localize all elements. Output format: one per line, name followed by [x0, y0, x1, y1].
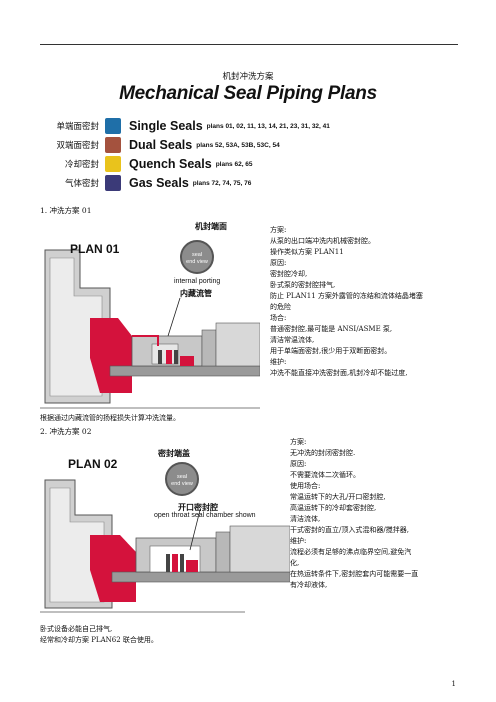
plan-label: PLAN 01 [70, 242, 120, 256]
badge-text: seal [176, 474, 188, 480]
text-line: 场合: [270, 314, 287, 322]
page-title-en: Mechanical Seal Piping Plans [119, 83, 377, 104]
caption-line: 卧式设备必能自己排气, [40, 625, 113, 633]
text-line: 冲洗不能直接冲洗密封面,机封冷却不能过度, [270, 369, 408, 377]
legend-label-cn: 冷却密封 [64, 160, 99, 170]
page-number: 1 [451, 680, 456, 688]
text-line: 从泵的出口端冲洗内机械密封腔。 [270, 237, 375, 245]
legend-swatch [105, 175, 121, 191]
legend-label-en: Single Seals [129, 119, 203, 133]
text-line: 用于单端面密封,很少用于双断面密封。 [270, 347, 392, 355]
text-line: 维护: [270, 358, 287, 366]
legend-row-gas: 气体密封 Gas Seals plans 72, 74, 75, 76 [36, 174, 251, 192]
legend-plans: plans 62, 65 [215, 160, 253, 168]
plan02-diagram: PLAN 02 密封端盖 seal end view 开口密封腔 open th… [40, 440, 291, 620]
legend-swatch [105, 137, 121, 153]
internal-porting-label-cn: 内藏流管 [180, 288, 212, 298]
plan01-diagram: PLAN 01 机封端面 seal end view internal port… [40, 218, 261, 412]
pump-section-illustration [40, 479, 291, 613]
text-line: 常温运转下的大孔/开口密封腔, [290, 493, 386, 501]
legend-row-quench: 冷却密封 Quench Seals plans 62, 65 [36, 155, 253, 173]
text-line: 卧式泵的密封腔排气, [270, 281, 336, 289]
caption-line: 经常和冷却方案 PLAN62 联合使用。 [40, 636, 158, 644]
text-line: 无冲洗的封闭密封腔. [290, 449, 356, 457]
text-line: 维护: [290, 537, 307, 545]
text-line: 在热运转条件下,密封腔套内可能需要一直 [290, 570, 419, 578]
page-title-cn: 机封冲洗方案 [222, 72, 274, 82]
text-line: 普通密封腔,最可能是 ANSI/ASME 泵, [270, 325, 393, 333]
legend-swatch [105, 156, 121, 172]
legend-row-dual: 双端面密封 Dual Seals plans 52, 53A, 53B, 53C… [36, 136, 280, 154]
plan01-caption: 根据通过内藏流管的扬程损失计算冲洗流量。 [40, 414, 180, 422]
legend-label-en: Dual Seals [129, 138, 193, 152]
badge-text: seal [191, 252, 203, 258]
legend-swatch [105, 118, 121, 134]
plan01-description: 方案: 从泵的出口端冲洗内机械密封腔。 操作类似方案 PLAN11 原因: 密封… [270, 225, 423, 379]
text-line: 高温运转下的冷却套密封腔, [290, 504, 377, 512]
legend-label-en: Gas Seals [129, 176, 189, 190]
legend-label-en: Quench Seals [129, 157, 212, 171]
open-chamber-label-cn: 开口密封腔 [178, 502, 218, 512]
text-line: 有冷却液体, [290, 581, 328, 589]
text-line: 操作类似方案 PLAN11 [270, 248, 344, 256]
text-line: 化, [290, 559, 300, 567]
plan02-caption: 卧式设备必能自己排气, 经常和冷却方案 PLAN62 联合使用。 [40, 624, 158, 646]
internal-porting-label-en: internal porting [174, 278, 221, 285]
section-heading: 2. 冲洗方案 02 [40, 427, 92, 436]
legend-label-cn: 双端面密封 [56, 141, 99, 151]
legend-plans: plans 52, 53A, 53B, 53C, 54 [196, 141, 280, 149]
legend-plans: plans 72, 74, 75, 76 [192, 179, 252, 187]
text-line: 方案: [270, 226, 287, 234]
text-line: 的危险 [270, 303, 291, 311]
section-heading: 1. 冲洗方案 01 [40, 206, 92, 215]
text-line: 防止 PLAN11 方案外露管的冻结和流体结晶堵塞 [270, 292, 423, 300]
plan02-description: 方案: 无冲洗的封闭密封腔. 原因: 不需要流体二次循环。 使用场合: 常温运转… [290, 437, 418, 591]
seal-gland-label: 密封端盖 [158, 448, 190, 458]
text-line: 干式密封的直立/顶入式混和器/搅拌器, [290, 526, 409, 534]
text-line: 密封腔冷却, [270, 270, 308, 278]
seal-end-view-badge: seal end view [180, 240, 214, 274]
text-line: 清洁流体, [290, 515, 321, 523]
seal-end-view-badge: seal end view [165, 462, 199, 496]
text-line: 不需要流体二次循环。 [290, 471, 360, 479]
text-line: 原因: [270, 259, 287, 267]
text-line: 流程必须有足够的沸点临界空间,避免汽 [290, 548, 412, 556]
plan-label: PLAN 02 [68, 457, 118, 471]
pump-section-illustration [40, 249, 261, 409]
legend-row-single: 单端面密封 Single Seals plans 01, 02, 11, 13,… [36, 117, 330, 135]
seal-face-label: 机封端面 [195, 221, 227, 231]
text-line: 使用场合: [290, 482, 321, 490]
text-line: 清洁常温流体, [270, 336, 315, 344]
text-line: 方案: [290, 438, 307, 446]
badge-text: end view [186, 259, 208, 265]
text-line: 原因: [290, 460, 307, 468]
legend-plans: plans 01, 02, 11, 13, 14, 21, 23, 31, 32… [206, 122, 330, 130]
badge-text: end view [171, 481, 193, 487]
legend-label-cn: 气体密封 [64, 179, 99, 189]
header-rule [40, 44, 458, 45]
open-chamber-label-en: open throat seal chamber shown [154, 512, 256, 519]
legend-label-cn: 单端面密封 [56, 122, 99, 132]
